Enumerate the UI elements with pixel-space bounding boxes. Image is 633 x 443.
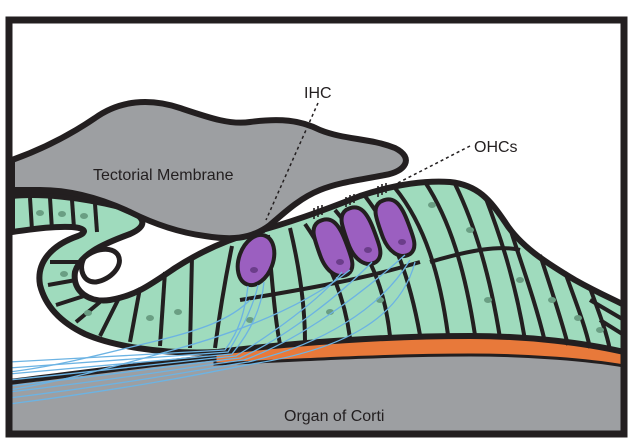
tectorial-membrane-label: Tectorial Membrane [93, 167, 234, 184]
ohcs-label: OHCs [474, 139, 518, 156]
organ-of-corti-label: Organ of Corti [284, 408, 384, 425]
ihc-label: IHC [304, 85, 332, 102]
inner-hair-cell-nucleus [250, 267, 258, 273]
